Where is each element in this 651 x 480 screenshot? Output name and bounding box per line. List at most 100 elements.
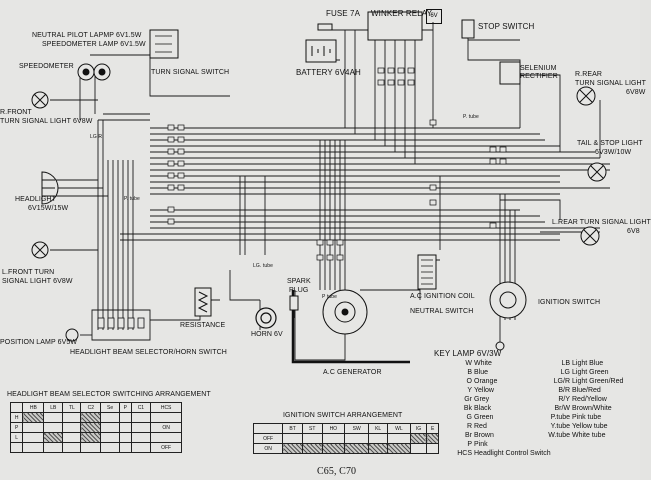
turn-signal-switch-label: TURN SIGNAL SWITCH [151, 69, 230, 76]
spark-plug-label-1: SPARK [287, 278, 311, 285]
color-name: Orange [474, 378, 498, 385]
tail-stop-label-1: TAIL & STOP LIGHT [577, 140, 643, 147]
rear-turn-r-label-2: TURN SIGNAL LIGHT [575, 80, 647, 87]
color-name: Black [474, 405, 492, 412]
rear-turn-r-label-3: 6V8W [626, 89, 646, 96]
fuse-label: FUSE 7A [326, 9, 361, 18]
beam-row-label [9, 442, 24, 453]
speedometer-label: SPEEDOMETER [19, 63, 74, 70]
ignition-cell [409, 433, 428, 444]
neutral-pilot-lamp-label: NEUTRAL PILOT LAPMP 6V1.5W [32, 32, 142, 39]
tail-stop-label-2: 6V3W/10W [595, 149, 632, 156]
wire-tag-p-tube-2: P. tube [463, 114, 479, 120]
color-name: Light Green [572, 369, 609, 376]
beam-header-cell: TL [62, 402, 82, 413]
ignition-header-cell: KL [368, 423, 389, 434]
beam-header-cell: C1 [130, 402, 152, 413]
color-name: Light Blue [572, 360, 604, 367]
ignition-cell [321, 433, 346, 444]
r-front-turn-light-icon [31, 91, 49, 109]
beam-cell [43, 432, 64, 443]
selenium-label-1: SELENIUM [520, 65, 557, 72]
ignition-cell [344, 433, 370, 444]
ignition-cell [387, 443, 411, 454]
ignition-cell [321, 443, 346, 454]
tail-stop-light-icon [587, 162, 607, 182]
color-code: P.tube [550, 414, 570, 421]
headlight-label-1: HEADLIGHT [15, 196, 56, 203]
color-code: Bk [463, 405, 472, 412]
color-code: B [467, 369, 472, 376]
beam-table-row: L [9, 432, 182, 443]
front-turn-l-label-2: SIGNAL LIGHT 6V8W [2, 278, 73, 285]
color-code: Gr [464, 396, 472, 403]
wire-tag-lg-tube: LG. tube [253, 263, 273, 269]
ignition-row-label: ON [252, 443, 284, 454]
beam-cell [130, 422, 152, 433]
beam-hcs-cell [150, 412, 182, 423]
color-name: White tube [572, 432, 606, 439]
neutral-switch-label: NEUTRAL SWITCH [410, 308, 474, 315]
headlight-label-2: 6V15W/15W [28, 205, 69, 212]
ignition-cell [409, 443, 428, 454]
beam-cell [43, 442, 64, 453]
ignition-header-cell: BT [282, 423, 303, 434]
selenium-rectifier-icon [499, 61, 521, 85]
key-lamp-icon [495, 341, 505, 351]
color-name: Pink [474, 441, 488, 448]
beam-hcs-cell: ON [150, 422, 182, 433]
ignition-cell [282, 433, 303, 444]
beam-cell [43, 422, 64, 433]
beam-table-row: P ON [9, 422, 182, 433]
l-rear-turn-light-icon [580, 226, 600, 246]
beam-cell [130, 442, 152, 453]
ignition-switch-icon [489, 281, 527, 319]
ac-ignition-coil-label: A.C IGNITION COIL [410, 293, 475, 300]
l-front-turn-light-icon [31, 241, 49, 259]
beam-cell [119, 422, 132, 433]
beam-table-row: OFF [9, 442, 182, 453]
beam-table-row: H [9, 412, 182, 423]
key-lamp-label: KEY LAMP 6V/3W [434, 349, 502, 358]
color-code: Y.tube [550, 423, 570, 430]
spark-plug-label-2: PLUG [289, 287, 309, 294]
beam-cell [130, 432, 152, 443]
color-code: Br [465, 432, 472, 439]
ignition-table-header: BT ST HO SW KL WL IG E [252, 423, 439, 434]
position-lamp-icon [65, 328, 79, 342]
beam-cell [62, 422, 82, 433]
front-turn-r-label-1: R.FRONT [0, 109, 32, 116]
color-code: P [467, 441, 472, 448]
color-code: Y [467, 387, 472, 394]
beam-cell [80, 442, 102, 453]
color-code: LB [561, 360, 570, 367]
color-code: B/R [558, 387, 570, 394]
headlight-icon [41, 171, 59, 205]
ignition-header-cell: ST [301, 423, 323, 434]
ignition-switch-table: BT ST HO SW KL WL IG E OFF ON [252, 423, 439, 454]
ac-generator-label: A.C GENERATOR [323, 369, 382, 376]
beam-cell [80, 432, 102, 443]
color-name: Red [474, 423, 487, 430]
color-name: Grey [474, 396, 490, 403]
color-name: Yellow [474, 387, 494, 394]
beam-cell [62, 412, 82, 423]
ignition-cell [368, 443, 389, 454]
beam-cell [62, 442, 82, 453]
color-code: LG [560, 369, 570, 376]
beam-cell [62, 432, 82, 443]
beam-header-cell [9, 402, 24, 413]
beam-hcs-cell [150, 432, 182, 443]
color-code: O [466, 378, 472, 385]
color-code: W.tube [548, 432, 570, 439]
beam-cell [22, 412, 45, 423]
color-code: W [465, 360, 472, 367]
beam-table-title: HEADLIGHT BEAM SELECTOR SWITCHING ARRANG… [7, 391, 211, 398]
beam-cell [130, 412, 152, 423]
ignition-cell [426, 433, 439, 444]
speedometer-icon [77, 63, 111, 81]
spark-plug-icon [289, 295, 299, 318]
model-label: C65, C70 [317, 466, 357, 477]
ignition-cell [344, 443, 370, 454]
